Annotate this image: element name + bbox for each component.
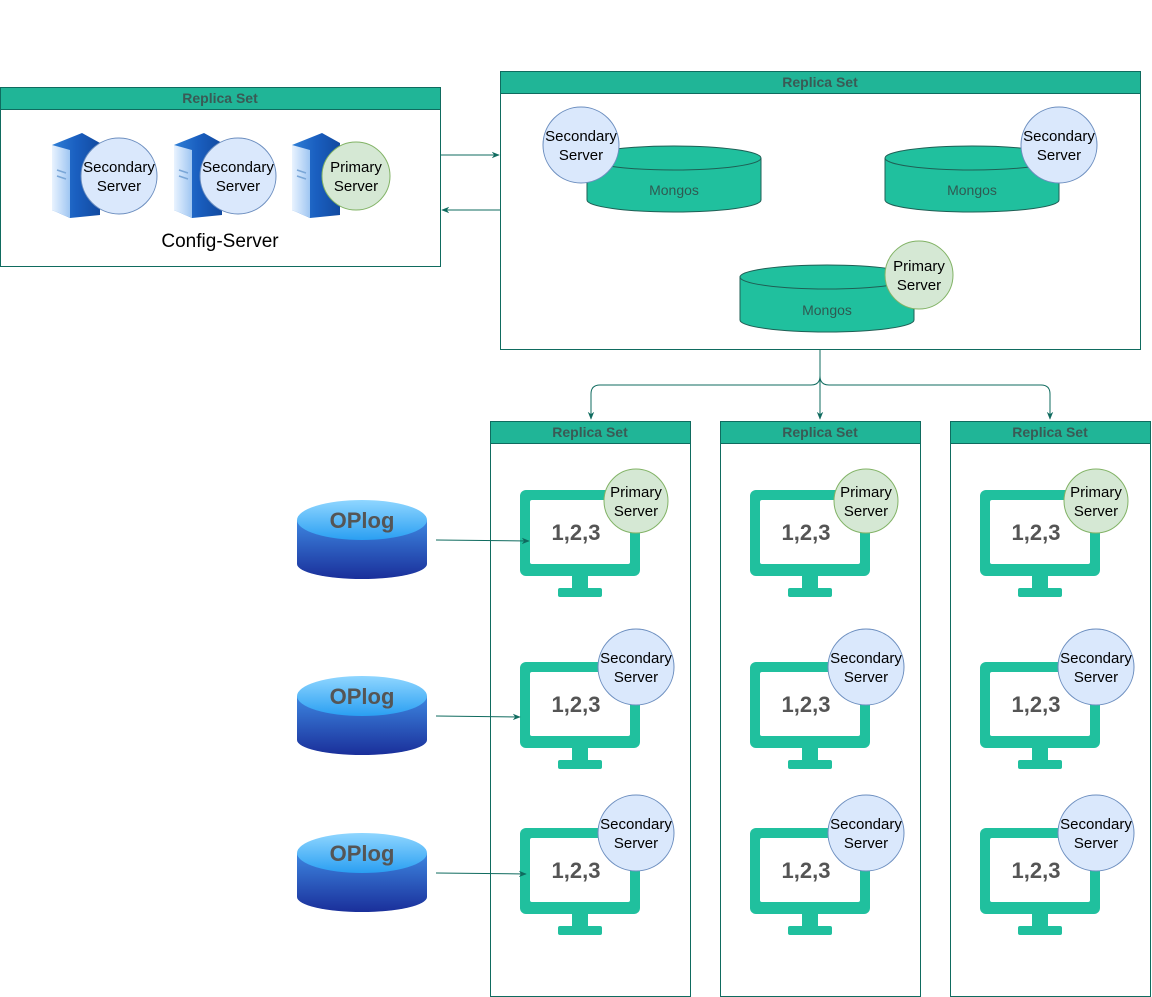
- mongos-database: Mongos: [586, 145, 762, 213]
- server-word-label: Server: [844, 503, 888, 520]
- mongos-database: Mongos: [739, 264, 915, 333]
- server-role-label: Secondary: [600, 816, 672, 833]
- mongos-label: Mongos: [947, 182, 997, 198]
- server-word-label: Server: [559, 147, 603, 164]
- primary-server-node: Primary Server: [321, 141, 391, 211]
- server-role-label: Secondary: [830, 650, 902, 667]
- oplog-label: OPlog: [330, 684, 395, 709]
- server-word-label: Server: [614, 669, 658, 686]
- connector-arrow: [435, 713, 521, 721]
- shards-layer: Replica Set1,2,3PrimaryServer1,2,3Second…: [490, 421, 1151, 997]
- server-role-label: Secondary: [202, 159, 274, 176]
- shard-replica-set-panel: Replica Set1,2,3PrimaryServer1,2,3Second…: [490, 421, 691, 997]
- oplog-database-icon: OPlog: [297, 676, 427, 755]
- oplog-label: OPlog: [330, 841, 395, 866]
- data-range-label: 1,2,3: [782, 692, 831, 717]
- server-word-label: Server: [216, 178, 260, 195]
- oplog-database-icon: OPlog: [297, 500, 427, 579]
- server-word-label: Server: [1074, 669, 1118, 686]
- secondary-server-node: Secondary Server: [80, 137, 158, 215]
- shard-panel-header: [950, 421, 1151, 444]
- config-panel-header: [0, 87, 441, 110]
- server-role-label: Primary: [1070, 484, 1122, 501]
- server-role-label: Primary: [840, 484, 892, 501]
- server-role-label: Secondary: [830, 816, 902, 833]
- data-range-label: 1,2,3: [1012, 858, 1061, 883]
- oplog-label: OPlog: [330, 508, 395, 533]
- server-role-label: Secondary: [1060, 816, 1132, 833]
- config-server-panel: Replica Set Secondary Server Secondary S…: [0, 87, 441, 267]
- server-word-label: Server: [614, 503, 658, 520]
- server-role-label: Primary: [330, 159, 382, 176]
- server-word-label: Server: [1074, 503, 1118, 520]
- config-panel-title: Replica Set: [182, 90, 258, 106]
- server-role-label: Primary: [893, 258, 945, 275]
- primary-server-node: Primary Server: [884, 240, 954, 310]
- shard-panel-title: Replica Set: [1012, 424, 1088, 440]
- server-word-label: Server: [334, 178, 378, 195]
- secondary-server-node: Secondary Server: [542, 106, 620, 184]
- connector-arrow: [435, 537, 530, 545]
- data-range-label: 1,2,3: [782, 520, 831, 545]
- shard-panel-header: [490, 421, 691, 444]
- server-role-label: Secondary: [1060, 650, 1132, 667]
- mongos-panel: Replica Set Mongos Secondary Server Mong…: [500, 71, 1141, 350]
- data-range-label: 1,2,3: [1012, 520, 1061, 545]
- mongos-panel-title: Replica Set: [782, 74, 858, 90]
- server-role-label: Secondary: [1023, 128, 1095, 145]
- server-word-label: Server: [1074, 835, 1118, 852]
- server-word-label: Server: [97, 178, 141, 195]
- shard-replica-set-panel: Replica Set1,2,3PrimaryServer1,2,3Second…: [950, 421, 1151, 997]
- shard-connectors: [587, 350, 1054, 420]
- shard-panel-title: Replica Set: [552, 424, 628, 440]
- shard-panel-header: [720, 421, 921, 444]
- data-range-label: 1,2,3: [782, 858, 831, 883]
- data-range-label: 1,2,3: [552, 858, 601, 883]
- secondary-server-node: Secondary Server: [199, 137, 277, 215]
- data-range-label: 1,2,3: [552, 692, 601, 717]
- connector-arrow: [435, 870, 527, 878]
- server-word-label: Server: [1037, 147, 1081, 164]
- data-range-label: 1,2,3: [1012, 692, 1061, 717]
- mongos-label: Mongos: [649, 182, 699, 198]
- server-role-label: Secondary: [600, 650, 672, 667]
- server-word-label: Server: [844, 835, 888, 852]
- mongos-panel-header: [500, 71, 1141, 94]
- server-word-label: Server: [844, 669, 888, 686]
- server-role-label: Secondary: [83, 159, 155, 176]
- server-word-label: Server: [897, 277, 941, 294]
- shard-replica-set-panel: Replica Set1,2,3PrimaryServer1,2,3Second…: [720, 421, 921, 997]
- shard-panel-title: Replica Set: [782, 424, 858, 440]
- connector-arrow: [587, 350, 821, 420]
- server-role-label: Primary: [610, 484, 662, 501]
- config-server-label: Config-Server: [161, 231, 279, 252]
- data-range-label: 1,2,3: [552, 520, 601, 545]
- connector-arrow: [819, 375, 1054, 420]
- server-role-label: Secondary: [545, 128, 617, 145]
- server-tower-icon: [292, 133, 340, 218]
- secondary-server-node: Secondary Server: [1020, 106, 1098, 184]
- server-word-label: Server: [614, 835, 658, 852]
- mongos-label: Mongos: [802, 302, 852, 318]
- oplog-database-icon: OPlog: [297, 833, 427, 912]
